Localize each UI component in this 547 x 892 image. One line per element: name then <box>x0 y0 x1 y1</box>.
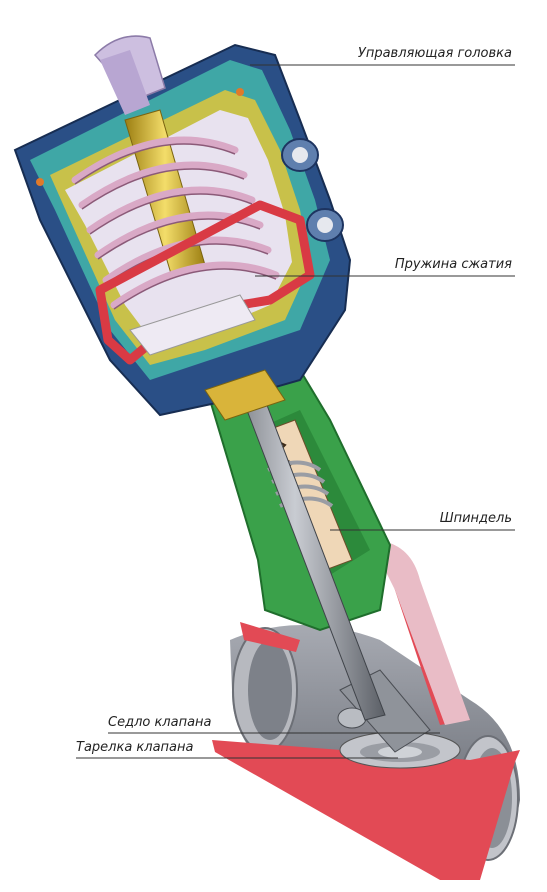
valve-body <box>212 540 520 880</box>
label-spindle: Шпиндель <box>439 511 512 526</box>
label-control-head: Управляющая головка <box>357 46 512 61</box>
actuator-head <box>13 35 352 421</box>
label-valve-disc: Тарелка клапана <box>76 740 194 755</box>
label-valve-seat: Седло клапана <box>108 715 212 730</box>
label-spring: Пружина сжатия <box>394 257 512 272</box>
leader-lines <box>76 64 515 759</box>
